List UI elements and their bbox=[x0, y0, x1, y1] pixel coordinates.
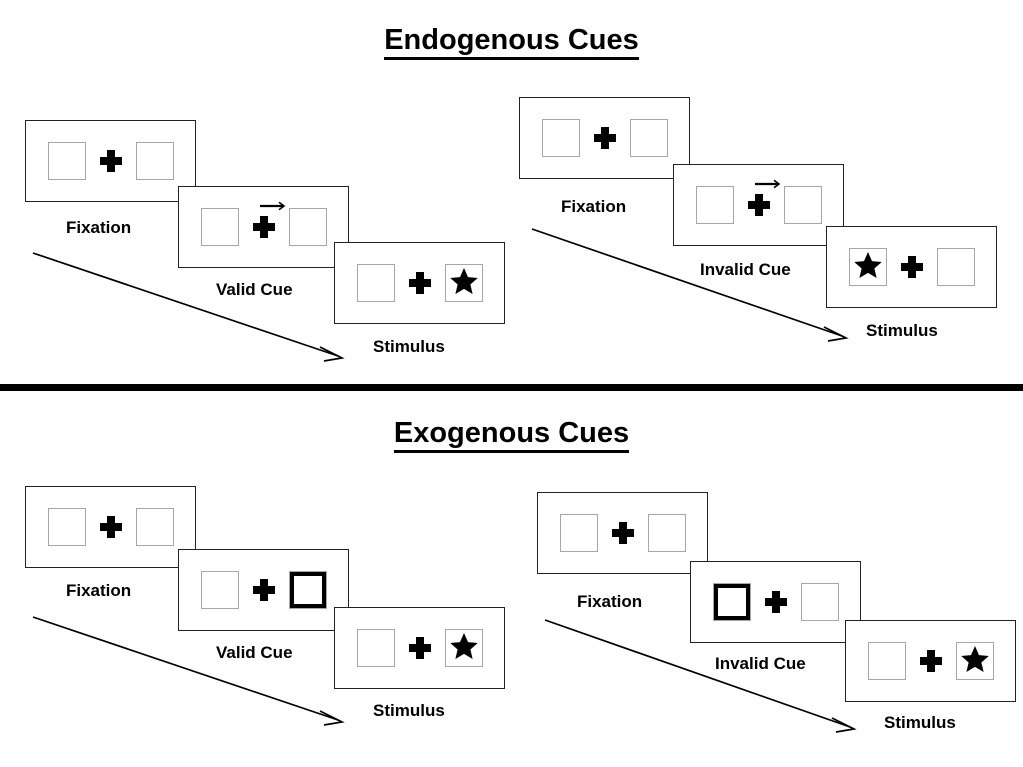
stage-label-cue: Invalid Cue bbox=[715, 654, 806, 673]
stage-label-stimulus: Stimulus bbox=[373, 701, 445, 720]
fixation-cross-icon bbox=[611, 522, 634, 544]
star-icon bbox=[449, 266, 479, 301]
frame-stimulus bbox=[845, 620, 1016, 702]
stim-box-left bbox=[848, 248, 887, 286]
frame-cue bbox=[690, 561, 861, 643]
stim-box-right bbox=[629, 119, 668, 157]
stim-box-left-cued bbox=[712, 583, 751, 621]
frame-stimulus bbox=[826, 226, 997, 308]
stage-label-fixation: Fixation bbox=[561, 197, 627, 216]
arrow-right-icon bbox=[259, 201, 288, 211]
stim-box-right bbox=[135, 508, 174, 546]
stim-box-right bbox=[444, 629, 483, 667]
fixation-cross-icon bbox=[99, 516, 122, 538]
fixation-cross-icon bbox=[408, 272, 431, 294]
stim-box-right bbox=[647, 514, 686, 552]
stim-box-left bbox=[695, 186, 734, 224]
stage-label-cue: Valid Cue bbox=[216, 280, 293, 299]
stage-label-stimulus: Stimulus bbox=[866, 321, 938, 340]
stage-label-fixation: Fixation bbox=[577, 592, 643, 611]
stim-box-right bbox=[444, 264, 483, 302]
stim-box-left bbox=[867, 642, 906, 680]
stim-box-right bbox=[783, 186, 822, 224]
stim-box-left bbox=[47, 142, 86, 180]
star-icon bbox=[853, 250, 883, 285]
section-title-exogenous-text: Exogenous Cues bbox=[393, 417, 630, 453]
frame-fixation bbox=[537, 492, 708, 574]
stim-box-left bbox=[200, 208, 239, 246]
frame-fixation bbox=[25, 120, 196, 202]
frame-fixation bbox=[519, 97, 690, 179]
stim-box-right-cued bbox=[288, 571, 327, 609]
stim-box-right bbox=[800, 583, 839, 621]
stim-box-left bbox=[356, 629, 395, 667]
arrow-right-icon bbox=[754, 179, 783, 189]
fixation-cross-icon bbox=[900, 256, 923, 278]
frame-stimulus bbox=[334, 242, 505, 324]
frame-cue bbox=[673, 164, 844, 246]
star-icon bbox=[449, 631, 479, 666]
frame-fixation bbox=[25, 486, 196, 568]
fixation-cross-icon bbox=[252, 201, 285, 238]
section-title-endogenous: Endogenous Cues bbox=[0, 24, 1023, 60]
frame-stimulus bbox=[334, 607, 505, 689]
stim-box-right bbox=[135, 142, 174, 180]
stage-label-cue: Invalid Cue bbox=[700, 260, 791, 279]
stage-label-fixation: Fixation bbox=[66, 218, 132, 237]
stage-label-fixation: Fixation bbox=[66, 581, 132, 600]
fixation-cross-icon bbox=[747, 179, 780, 216]
stim-box-left bbox=[541, 119, 580, 157]
star-icon bbox=[960, 644, 990, 679]
fixation-cross-icon bbox=[593, 127, 616, 149]
fixation-cross-icon bbox=[252, 579, 275, 601]
frame-cue bbox=[178, 186, 349, 268]
fixation-cross-icon bbox=[408, 637, 431, 659]
stage-label-cue: Valid Cue bbox=[216, 643, 293, 662]
frame-cue bbox=[178, 549, 349, 631]
stim-box-left bbox=[559, 514, 598, 552]
section-title-exogenous: Exogenous Cues bbox=[0, 417, 1023, 453]
stim-box-right bbox=[955, 642, 994, 680]
stim-box-left bbox=[356, 264, 395, 302]
stim-box-left bbox=[47, 508, 86, 546]
section-divider bbox=[0, 384, 1023, 391]
stim-box-right bbox=[936, 248, 975, 286]
fixation-cross-icon bbox=[919, 650, 942, 672]
fixation-cross-icon bbox=[99, 150, 122, 172]
stage-label-stimulus: Stimulus bbox=[884, 713, 956, 732]
stim-box-left bbox=[200, 571, 239, 609]
section-title-endogenous-text: Endogenous Cues bbox=[384, 24, 639, 60]
stage-label-stimulus: Stimulus bbox=[373, 337, 445, 356]
fixation-cross-icon bbox=[764, 591, 787, 613]
stim-box-right bbox=[288, 208, 327, 246]
